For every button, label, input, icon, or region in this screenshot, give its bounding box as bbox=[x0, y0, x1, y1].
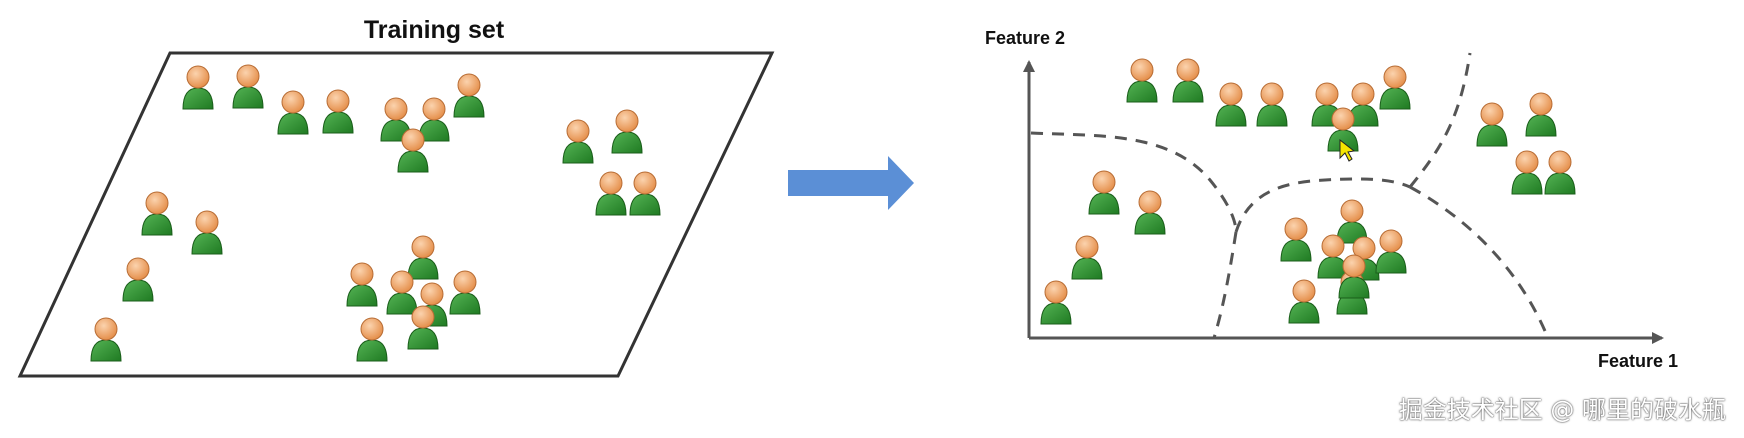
person-icon bbox=[449, 270, 481, 315]
person-icon bbox=[1071, 235, 1103, 280]
cluster-boundary-middle bbox=[1234, 177, 1411, 233]
person-icon bbox=[1511, 150, 1543, 195]
training-set-title: Training set bbox=[364, 16, 505, 44]
person-icon bbox=[122, 257, 154, 302]
cluster-boundary-left-top bbox=[1030, 131, 1238, 233]
person-icon bbox=[1317, 234, 1349, 279]
cursor-icon bbox=[1339, 138, 1356, 162]
person-icon bbox=[232, 64, 264, 109]
person-icon bbox=[1126, 58, 1158, 103]
person-icon bbox=[1336, 199, 1368, 244]
person-icon bbox=[277, 90, 309, 135]
training-set-plane bbox=[17, 51, 775, 378]
person-icon bbox=[191, 210, 223, 255]
person-icon bbox=[562, 119, 594, 164]
person-icon bbox=[1379, 65, 1411, 110]
person-icon bbox=[1088, 170, 1120, 215]
person-icon bbox=[611, 109, 643, 154]
cluster-boundary-right-bottom bbox=[1409, 185, 1550, 339]
person-icon bbox=[418, 97, 450, 142]
person-icon bbox=[1525, 92, 1557, 137]
person-icon bbox=[1476, 102, 1508, 147]
person-icon bbox=[182, 65, 214, 110]
y-axis-label: Feature 2 bbox=[985, 28, 1065, 48]
x-axis-label: Feature 1 bbox=[1598, 351, 1678, 371]
person-icon bbox=[397, 128, 429, 173]
person-icon bbox=[346, 262, 378, 307]
person-icon bbox=[595, 171, 627, 216]
person-icon bbox=[386, 270, 418, 315]
person-icon bbox=[1280, 217, 1312, 262]
person-icon bbox=[356, 317, 388, 362]
training-set-people bbox=[90, 64, 661, 362]
person-icon bbox=[1172, 58, 1204, 103]
cluster-boundary-left-bottom bbox=[1212, 231, 1238, 339]
watermark: 掘金技术社区 @ 哪里的破水瓶 bbox=[1398, 396, 1726, 424]
person-icon bbox=[1040, 280, 1072, 325]
feature-space-people bbox=[1040, 58, 1576, 325]
cluster-boundary-right-top bbox=[1408, 52, 1472, 188]
person-icon bbox=[453, 73, 485, 118]
person-icon bbox=[407, 305, 439, 350]
person-icon bbox=[1134, 190, 1166, 235]
person-icon bbox=[1544, 150, 1576, 195]
person-icon bbox=[629, 171, 661, 216]
person-icon bbox=[1288, 279, 1320, 324]
person-icon bbox=[322, 89, 354, 134]
person-icon bbox=[90, 317, 122, 362]
person-icon bbox=[1215, 82, 1247, 127]
person-icon bbox=[407, 235, 439, 280]
person-icon bbox=[1256, 82, 1288, 127]
person-icon bbox=[141, 191, 173, 236]
person-icon bbox=[1375, 229, 1407, 274]
right-arrow-icon bbox=[788, 156, 914, 210]
